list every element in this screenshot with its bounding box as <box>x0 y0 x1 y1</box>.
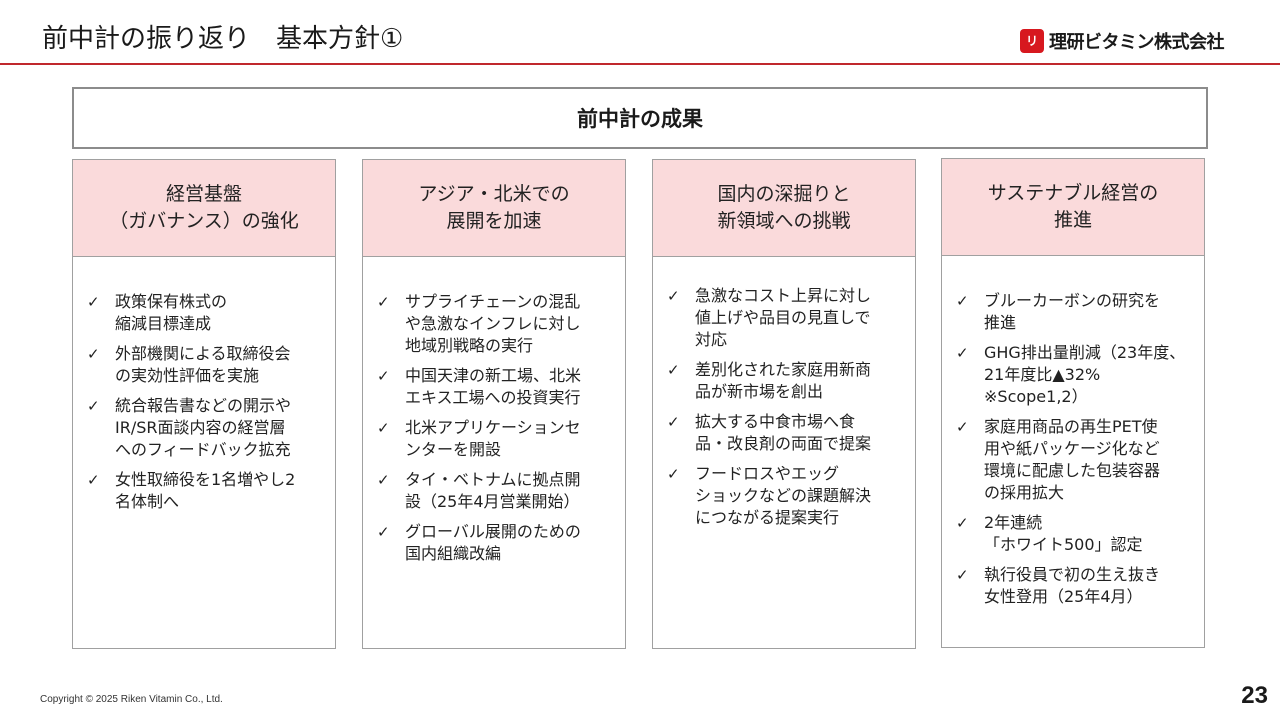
list-item-text: 政策保有株式の 縮減目標達成 <box>115 292 228 333</box>
check-icon: ✓ <box>956 514 969 532</box>
column-heading-text: 国内の深掘りと 新領域への挑戦 <box>717 183 851 232</box>
check-icon: ✓ <box>377 419 390 437</box>
list-item-text: 家庭用商品の再生PET使 用や紙パッケージ化など 環境に配慮した包装容器 の採用… <box>984 417 1161 502</box>
check-icon: ✓ <box>956 418 969 436</box>
column-body: ✓ ブルーカーボンの研究を 推進 ✓ GHG排出量削減（23年度、 21年度比▲32… <box>941 256 1205 648</box>
list-item-text: 中国天津の新工場、北米 エキス工場への投資実行 <box>405 366 582 407</box>
check-icon: ✓ <box>956 344 969 362</box>
check-icon: ✓ <box>87 471 100 489</box>
list-item-text: 外部機関による取締役会 の実効性評価を実施 <box>115 344 291 385</box>
check-icon: ✓ <box>87 293 100 311</box>
list-item: ✓ 2年連続 「ホワイト500」認定 <box>956 512 1202 556</box>
check-icon: ✓ <box>377 523 390 541</box>
check-icon: ✓ <box>667 361 680 379</box>
check-icon: ✓ <box>377 293 390 311</box>
page-number: 23 <box>1241 682 1268 709</box>
list-item-text: ブルーカーボンの研究を 推進 <box>984 291 1161 332</box>
list-item-text: サプライチェーンの混乱 や急激なインフレに対し 地域別戦略の実行 <box>405 292 581 355</box>
list-item-text: 統合報告書などの開示や IR/SR面談内容の経営層 へのフィードバック拡充 <box>115 396 292 459</box>
list-item: ✓ フードロスやエッグ ショックなどの課題解決 につながる提案実行 <box>667 463 907 529</box>
list-item-text: 北米アプリケーションセ ンターを開設 <box>405 418 581 459</box>
riken-logo-icon: リケン <box>1020 29 1044 72</box>
check-icon: ✓ <box>667 465 680 483</box>
list-item: ✓ 北米アプリケーションセ ンターを開設 <box>377 417 617 461</box>
column-heading: アジア・北米での 展開を加速 <box>362 159 626 257</box>
list-item: ✓ 女性取締役を1名増やし2 名体制へ <box>87 469 327 513</box>
list-item: ✓ 拡大する中食市場へ食 品・改良剤の両面で提案 <box>667 411 907 455</box>
list-item-text: フードロスやエッグ ショックなどの課題解決 につながる提案実行 <box>695 464 872 527</box>
title-divider <box>0 63 1280 65</box>
check-icon: ✓ <box>87 345 100 363</box>
list-item: ✓ GHG排出量削減（23年度、 21年度比▲32% ※Scope1,2） <box>956 342 1202 408</box>
list-item: ✓ タイ・ベトナムに拠点開 設（25年4月営業開始） <box>377 469 617 513</box>
summary-box: 前中計の成果 <box>72 87 1208 149</box>
check-icon: ✓ <box>377 471 390 489</box>
list-item-text: 差別化された家庭用新商 品が新市場を創出 <box>695 360 872 401</box>
page-title: 前中計の振り返り 基本方針① <box>42 24 404 54</box>
list-item-text: 拡大する中食市場へ食 品・改良剤の両面で提案 <box>695 412 872 453</box>
list-item: ✓ 急激なコスト上昇に対し 値上げや品目の見直しで 対応 <box>667 285 907 351</box>
list-item: ✓ 差別化された家庭用新商 品が新市場を創出 <box>667 359 907 403</box>
list-item: ✓ 政策保有株式の 縮減目標達成 <box>87 291 327 335</box>
check-icon: ✓ <box>377 367 390 385</box>
check-icon: ✓ <box>667 413 680 431</box>
check-icon: ✓ <box>956 566 969 584</box>
list-item-text: 急激なコスト上昇に対し 値上げや品目の見直しで 対応 <box>695 286 872 349</box>
list-item-text: 2年連続 「ホワイト500」認定 <box>984 513 1143 554</box>
list-item: ✓ 外部機関による取締役会 の実効性評価を実施 <box>87 343 327 387</box>
column-body: ✓ 急激なコスト上昇に対し 値上げや品目の見直しで 対応 ✓ 差別化された家庭用新商… <box>652 257 916 649</box>
check-icon: ✓ <box>956 292 969 310</box>
column-heading-text: アジア・北米での 展開を加速 <box>418 183 570 232</box>
column-heading-text: 経営基盤 （ガバナンス）の強化 <box>109 183 299 232</box>
check-icon: ✓ <box>667 287 680 305</box>
list-item: ✓ グローバル展開のための 国内組織改編 <box>377 521 617 565</box>
column-heading: サステナブル経営の 推進 <box>941 158 1205 256</box>
check-icon: ✓ <box>87 397 100 415</box>
summary-title: 前中計の成果 <box>577 107 703 131</box>
list-item: ✓ サプライチェーンの混乱 や急激なインフレに対し 地域別戦略の実行 <box>377 291 617 357</box>
column-body: ✓ 政策保有株式の 縮減目標達成 ✓ 外部機関による取締役会 の実効性評価を実施 ✓… <box>72 257 336 649</box>
list-item: ✓ 中国天津の新工場、北米 エキス工場への投資実行 <box>377 365 617 409</box>
list-item: ✓ 統合報告書などの開示や IR/SR面談内容の経営層 へのフィードバック拡充 <box>87 395 327 461</box>
company-name: 理研ビタミン株式会社 <box>1049 32 1225 53</box>
list-item-text: タイ・ベトナムに拠点開 設（25年4月営業開始） <box>405 470 581 511</box>
column-heading: 国内の深掘りと 新領域への挑戦 <box>652 159 916 257</box>
list-item-text: GHG排出量削減（23年度、 21年度比▲32% ※Scope1,2） <box>984 343 1186 406</box>
list-item-text: グローバル展開のための 国内組織改編 <box>405 522 581 563</box>
copyright: Copyright © 2025 Riken Vitamin Co., Ltd. <box>40 694 223 705</box>
company-logo: リケン 理研ビタミン株式会社 <box>1020 28 1225 72</box>
list-item: ✓ 家庭用商品の再生PET使 用や紙パッケージ化など 環境に配慮した包装容器 の採… <box>956 416 1202 504</box>
list-item: ✓ 執行役員で初の生え抜き 女性登用（25年4月） <box>956 564 1202 608</box>
list-item-text: 執行役員で初の生え抜き 女性登用（25年4月） <box>984 565 1161 606</box>
list-item-text: 女性取締役を1名増やし2 名体制へ <box>115 470 296 511</box>
list-item: ✓ ブルーカーボンの研究を 推進 <box>956 290 1202 334</box>
column-body: ✓ サプライチェーンの混乱 や急激なインフレに対し 地域別戦略の実行 ✓ 中国天津の… <box>362 257 626 649</box>
column-heading-text: サステナブル経営の 推進 <box>987 182 1159 231</box>
column-heading: 経営基盤 （ガバナンス）の強化 <box>72 159 336 257</box>
